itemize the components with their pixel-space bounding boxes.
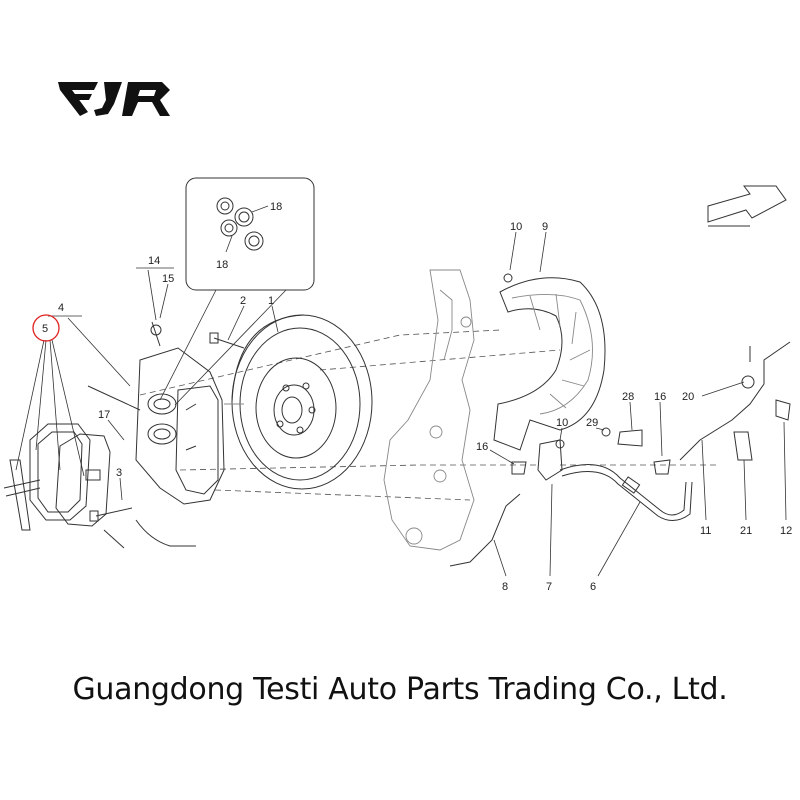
steering-knuckle (383, 269, 475, 551)
dust-shield (493, 277, 606, 451)
fjr-logo (58, 82, 170, 116)
callout-7: 7 (546, 581, 552, 593)
callout-4: 4 (58, 302, 64, 314)
leader-lines (15, 231, 787, 577)
brake-caliper (135, 347, 225, 505)
abs-sensor (733, 399, 791, 461)
callout-5: 5 (42, 323, 48, 335)
callout-3: 3 (116, 467, 122, 479)
brake-pads (3, 423, 111, 531)
brake-line-11 (679, 341, 791, 461)
callout-20: 20 (682, 391, 694, 403)
brake-disc (224, 314, 373, 490)
highlight-circle (32, 314, 60, 342)
callout-9: 9 (542, 221, 548, 233)
callout-15: 15 (162, 273, 174, 285)
brake-line-short (135, 519, 196, 547)
callout-17: 17 (98, 409, 110, 421)
callout-labels: 1 2 3 4 5 6 7 8 9 10 10 11 12 14 15 16 1… (42, 201, 792, 593)
callout-16-left: 16 (476, 441, 488, 453)
callout-29: 29 (586, 417, 598, 429)
brake-hose-assembly (449, 341, 791, 567)
callout-6: 6 (590, 581, 596, 593)
callout-1: 1 (268, 295, 274, 307)
callout-18-top: 18 (270, 201, 282, 213)
callout-16-right: 16 (654, 391, 666, 403)
seal-kit-inset (159, 177, 315, 406)
brake-line-8 (449, 493, 521, 567)
callout-18-bottom: 18 (216, 259, 228, 271)
callout-10-mid: 10 (556, 417, 568, 429)
callout-8: 8 (502, 581, 508, 593)
caliper-bolt (87, 321, 245, 522)
callout-21: 21 (740, 525, 752, 537)
clip-bracket (503, 273, 755, 481)
alignment-lines (139, 329, 720, 501)
wear-sensor-wire (103, 529, 125, 549)
callout-14: 14 (148, 255, 160, 267)
callout-11: 11 (700, 525, 711, 537)
callout-2: 2 (240, 295, 246, 307)
callout-12: 12 (780, 525, 792, 537)
direction-arrow-icon (707, 185, 787, 227)
callout-10-top: 10 (510, 221, 522, 233)
company-name: Guangdong Testi Auto Parts Trading Co., … (72, 672, 728, 707)
callout-28: 28 (622, 391, 634, 403)
seal-ring (216, 197, 264, 251)
